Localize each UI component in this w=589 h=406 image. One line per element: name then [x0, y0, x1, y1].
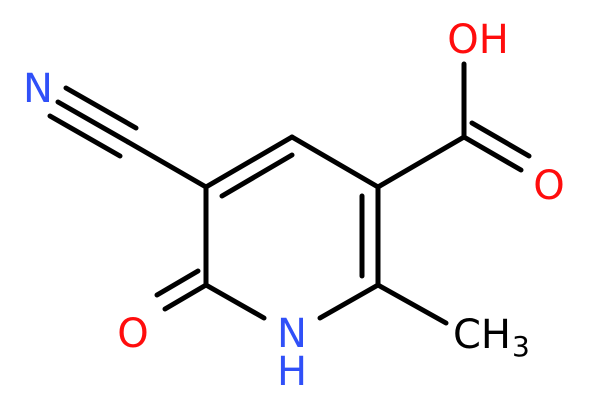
- bond-c3-nitrile-c: [125, 139, 209, 190]
- atom-hydroxyl: OH: [447, 17, 509, 63]
- bond-nitrile-triple-2: [63, 85, 139, 131]
- bond-cooh-o: [461, 134, 524, 173]
- bond-c2-o: [162, 282, 209, 312]
- bond-c6-n1: [317, 282, 381, 321]
- bond-c3-c4-double: [219, 152, 295, 199]
- atom-methyl-subscript: 3: [512, 330, 530, 363]
- bond-cooh-o-double: [469, 120, 532, 159]
- bond-nitrile-triple-3: [47, 113, 123, 159]
- bond-c3-c4: [203, 134, 295, 190]
- bond-c4-c5: [289, 134, 381, 190]
- bond-c5-cooh: [375, 134, 467, 190]
- bond-c6-methyl: [375, 282, 449, 326]
- bond-nitrile-triple-1: [55, 99, 131, 145]
- atom-methyl: CH: [453, 312, 511, 358]
- atom-nitrile-n: N: [23, 66, 53, 112]
- bond-c2-o-double: [154, 268, 201, 298]
- atom-ring-h: H: [277, 349, 307, 395]
- atom-ring-carbonyl-o: O: [117, 311, 148, 357]
- atom-ring-n: N: [277, 311, 307, 357]
- atom-acid-carbonyl-o: O: [533, 163, 564, 209]
- bond-n1-c2: [203, 282, 267, 321]
